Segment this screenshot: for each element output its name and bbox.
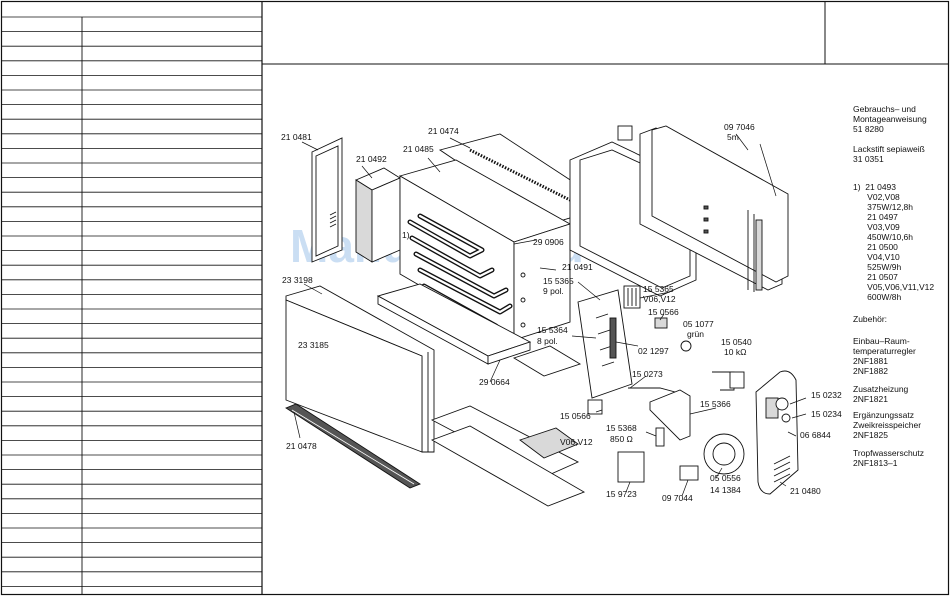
- part-label: 21 0491: [562, 262, 593, 272]
- note-line: V05,V06,V11,V12: [853, 282, 934, 292]
- part-label: 15 0540: [721, 337, 752, 347]
- part-label: 29 0664: [479, 377, 510, 387]
- part-label: 21 0485: [403, 144, 434, 154]
- part-label: 21 0478: [286, 441, 317, 451]
- part-label: 9 pol.: [543, 286, 564, 296]
- part-front-panel-233185: [285, 285, 435, 453]
- note-line: Montageanweisung: [853, 114, 927, 124]
- note-line: V03,V09: [853, 222, 900, 232]
- part-terminal-155365: [623, 285, 641, 309]
- note-line: 2NF1825: [853, 430, 888, 440]
- part-label: 15 0232: [811, 390, 842, 400]
- note-line: Lackstift sepiaweiß: [853, 144, 925, 154]
- part-label: 15 9723: [606, 489, 637, 499]
- part-label: 09 7046: [724, 122, 755, 132]
- part-label: 15 5365: [543, 276, 574, 286]
- part-side-panel-210481: [311, 137, 343, 263]
- note-line: Ergänzungssatz: [853, 410, 914, 420]
- part-label: V06,V12: [643, 294, 676, 304]
- note-line: 2NF1881: [853, 356, 888, 366]
- part-label: 15 0234: [811, 409, 842, 419]
- part-label: 14 1384: [710, 485, 741, 495]
- part-small-components: [587, 317, 745, 483]
- note-line: Zubehör:: [853, 314, 887, 324]
- note-line: Tropfwasserschutz: [853, 448, 924, 458]
- part-label: 21 0480: [790, 486, 821, 496]
- part-label: 21 0474: [428, 126, 459, 136]
- part-label: grün: [687, 329, 704, 339]
- part-control-board-155364: [577, 289, 633, 399]
- note-line: 375W/12,8h: [853, 202, 913, 212]
- note-line: 525W/9h: [853, 262, 901, 272]
- part-label: 15 0566: [648, 307, 679, 317]
- part-label: 15 5366: [700, 399, 731, 409]
- note-line: 2NF1882: [853, 366, 888, 376]
- note-line: Gebrauchs– und: [853, 104, 916, 114]
- note-line: 2NF1813–1: [853, 458, 898, 468]
- part-label: 23 3198: [282, 275, 313, 285]
- part-label: 06 6844: [800, 430, 831, 440]
- note-line: 21 0500: [853, 242, 898, 252]
- note-line: Zusatzheizung: [853, 384, 909, 394]
- part-number-labels: 21 0481 21 0492 21 0485 21 0474 09 7046 …: [281, 122, 842, 503]
- part-label: 02 1297: [638, 346, 669, 356]
- part-frame-glass-097046: [569, 125, 789, 297]
- part-label: 15 0273: [632, 369, 663, 379]
- note-line: temperaturregler: [853, 346, 916, 356]
- note-line: Zweikreisspeicher: [853, 420, 921, 430]
- part-label: 23 3185: [298, 340, 329, 350]
- part-label: 09 7044: [662, 493, 693, 503]
- part-label: 15 5368: [606, 423, 637, 433]
- leader-lines: [293, 133, 807, 497]
- note-line: 21 0497: [853, 212, 898, 222]
- note-line: 1) 21 0493: [853, 182, 896, 192]
- part-label: 10 kΩ: [724, 347, 746, 357]
- part-base-plate-290664: [376, 283, 582, 377]
- part-label: V06,V12: [560, 437, 593, 447]
- part-label: 21 0481: [281, 132, 312, 142]
- note-line: 51 8280: [853, 124, 884, 134]
- part-label: 15 5365: [643, 284, 674, 294]
- part-label: 8 pol.: [537, 336, 558, 346]
- part-label: 15 5364: [537, 325, 568, 335]
- part-insulation-block-210492: [355, 167, 401, 263]
- note-line: 2NF1821: [853, 394, 888, 404]
- note-line: 600W/8h: [853, 292, 901, 302]
- part-label: 05 1077: [683, 319, 714, 329]
- note-line: V02,V08: [853, 192, 900, 202]
- part-heating-element-note1: [407, 213, 513, 329]
- note-line: 450W/10,6h: [853, 232, 913, 242]
- part-label: 5m: [727, 132, 739, 142]
- part-label: 29 0906: [533, 237, 564, 247]
- parts-list-table-grid: [1, 16, 262, 595]
- part-side-cover-210480: [755, 370, 799, 495]
- note-line: V04,V10: [853, 252, 900, 262]
- part-label: 850 Ω: [610, 434, 633, 444]
- part-label: 1): [402, 230, 410, 240]
- part-label: 21 0492: [356, 154, 387, 164]
- part-label: 15 0566: [560, 411, 591, 421]
- part-bottom-rail-210478: [285, 403, 421, 489]
- part-label: 05 0556: [710, 473, 741, 483]
- part-floor-tray: [430, 405, 586, 507]
- note-line: 31 0351: [853, 154, 884, 164]
- side-notes: Gebrauchs– und Montageanweisung 51 8280 …: [853, 104, 934, 468]
- note-line: 21 0507: [853, 272, 898, 282]
- note-line: Einbau–Raum-: [853, 336, 910, 346]
- part-core-housing-210485: [398, 159, 572, 341]
